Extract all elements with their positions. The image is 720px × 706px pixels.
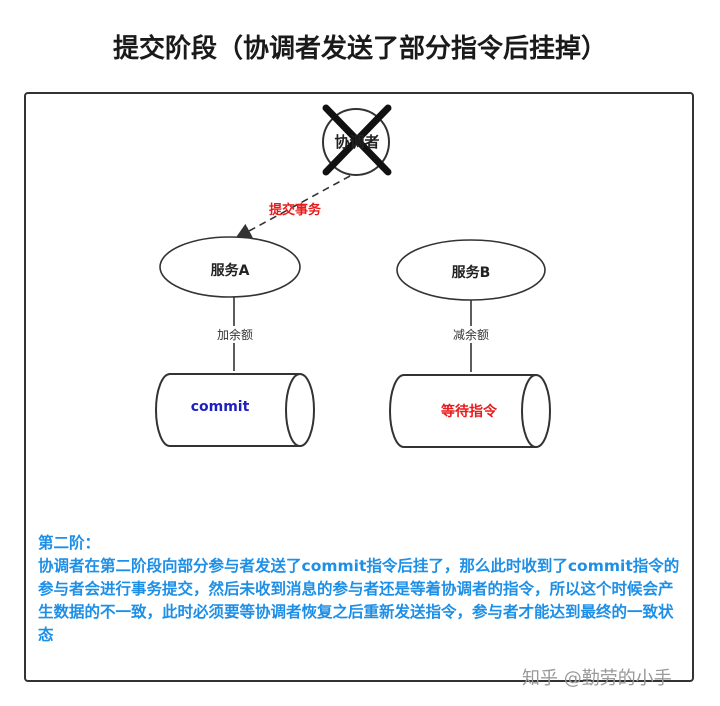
service-a-operation-label: 加余额: [200, 326, 270, 343]
coordinator-to-service-a-arrow: [235, 175, 351, 239]
service-a-node: [159, 236, 301, 298]
note-text: 协调者在第二阶段向部分参与者发送了commit指令后挂了，那么此时收到了comm…: [38, 557, 680, 644]
service-b-status-label: 等待指令: [441, 404, 497, 420]
service-b-label: 服务B: [451, 265, 491, 281]
service-b-store: [389, 374, 551, 448]
service-a-status-label: commit: [190, 399, 250, 415]
explanation-note: 第二阶： 协调者在第二阶段向部分参与者发送了commit指令后挂了，那么此时收到…: [38, 532, 688, 647]
page-title: 提交阶段（协调者发送了部分指令后挂掉）: [112, 34, 607, 64]
watermark: 知乎 @勤劳的小手: [522, 668, 672, 689]
service-a-store: [155, 373, 315, 447]
service-a-label: 服务A: [210, 263, 250, 279]
x-mark-icon: [322, 104, 392, 176]
diagram-frame: [24, 92, 694, 682]
note-heading: 第二阶：: [38, 534, 101, 552]
service-b-operation-label: 减余额: [436, 326, 506, 343]
coordinator-label: 协调者: [334, 133, 380, 151]
coordinator-edge-label: 提交事务: [268, 203, 321, 218]
